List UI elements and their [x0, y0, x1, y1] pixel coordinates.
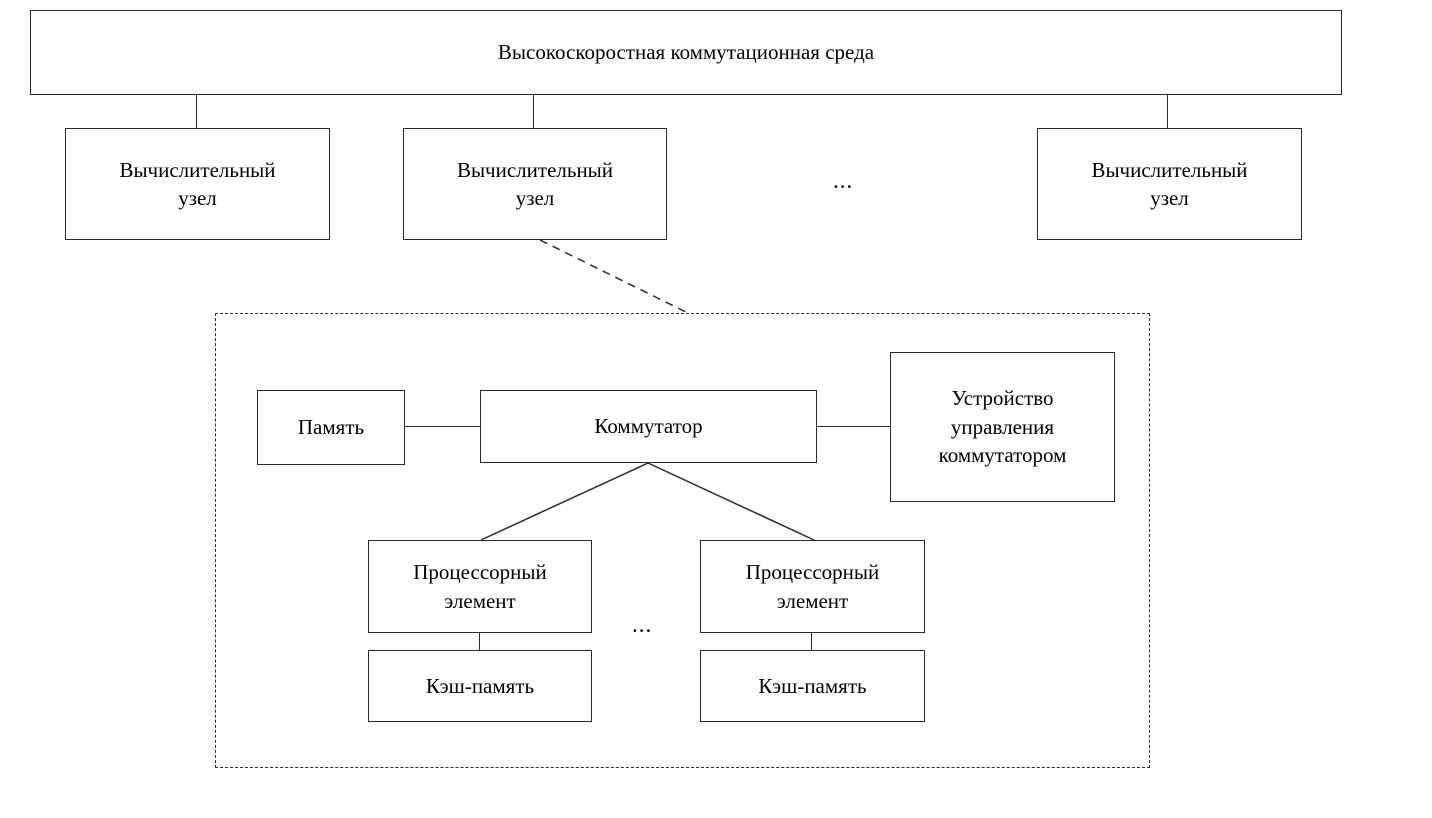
- processor-elements-ellipsis: ...: [632, 612, 653, 637]
- compute-node-2-label-line2: узел: [515, 186, 555, 210]
- compute-node-3-label-line2: узел: [1150, 186, 1189, 210]
- compute-nodes-ellipsis: ...: [833, 168, 854, 193]
- processor-element-2-box: Процессорный элемент: [700, 540, 925, 633]
- compute-node-2-label-line1: Вычислительный: [456, 157, 614, 182]
- processor-element-1-box: Процессорный элемент: [368, 540, 592, 633]
- processor2-cache2-line: [811, 633, 812, 650]
- compute-node-3-label-line1: Вычислительный: [1091, 157, 1248, 182]
- compute-node-3-box: Вычислительный узел: [1037, 128, 1302, 240]
- detail-callout-dashed-line: [539, 239, 689, 314]
- compute-node-1-label-line1: Вычислительный: [119, 157, 276, 182]
- processor-element-2-label-line1: Процессорный: [745, 560, 880, 585]
- high-speed-interconnect-label: Высокоскоростная коммутационная среда: [497, 40, 875, 65]
- cache-memory-1-label: Кэш-память: [425, 673, 535, 698]
- memory-switch-line: [405, 426, 480, 427]
- switch-controller-line: [817, 426, 890, 427]
- processor-element-1-label-line2: элемент: [444, 588, 516, 613]
- processor-element-2-label-line2: элемент: [776, 588, 849, 613]
- switch-controller-label-line1: Устройство: [951, 386, 1054, 411]
- node3-drop-line: [1167, 95, 1168, 128]
- node2-drop-line: [533, 95, 534, 128]
- high-speed-interconnect-box: Высокоскоростная коммутационная среда: [30, 10, 1342, 95]
- cache-memory-1-box: Кэш-память: [368, 650, 592, 722]
- node-detail-container: [215, 313, 1150, 768]
- switch-controller-box: Устройство управления коммутатором: [890, 352, 1115, 502]
- switch-controller-label-line3: коммутатором: [938, 443, 1067, 468]
- compute-node-1-label-line2: узел: [178, 186, 217, 210]
- compute-node-2-box: Вычислительный узел: [403, 128, 667, 240]
- compute-node-1-box: Вычислительный узел: [65, 128, 330, 240]
- node1-drop-line: [196, 95, 197, 128]
- memory-label: Память: [297, 415, 365, 440]
- processor-element-1-label-line1: Процессорный: [413, 560, 547, 585]
- cache-memory-2-box: Кэш-память: [700, 650, 925, 722]
- cache-memory-2-label: Кэш-память: [758, 673, 867, 698]
- switch-controller-label-line2: управления: [950, 414, 1055, 439]
- processor1-cache1-line: [479, 633, 480, 650]
- switch-box: Коммутатор: [480, 390, 817, 463]
- memory-box: Память: [257, 390, 405, 465]
- switch-label: Коммутатор: [594, 414, 703, 439]
